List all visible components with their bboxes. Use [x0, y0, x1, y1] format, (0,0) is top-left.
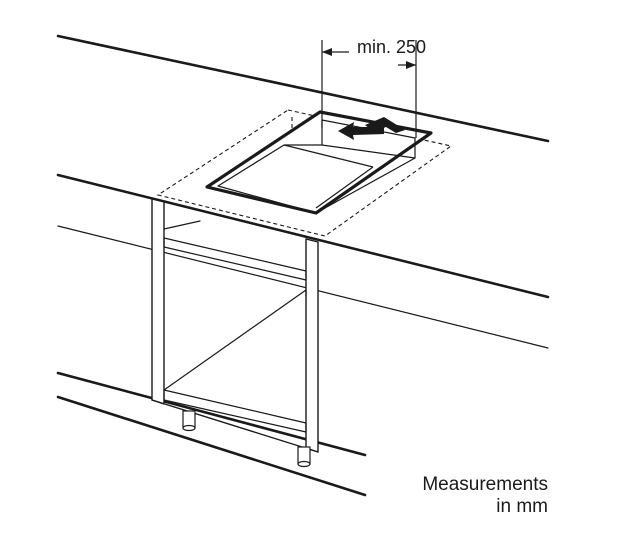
arrow-up-icon: [365, 117, 405, 133]
cabinet-feet: [182, 410, 311, 468]
dimension-arrowheads: [322, 48, 416, 69]
cabinet-foot-left: [182, 410, 196, 432]
cabinet-foot-right-base: [297, 460, 311, 468]
dimension-arrowhead-left-icon: [322, 48, 332, 56]
dimension-arrowhead-right-icon: [406, 61, 416, 69]
measurement-note-line1: Measurements: [422, 474, 548, 495]
worktop-front-bottom-edge: [57, 225, 549, 349]
plinth-top-edge: [56, 371, 367, 457]
cutout-depth-edge-2: [315, 166, 374, 209]
plinth-bottom-edge: [56, 395, 367, 497]
cutout-depth-edge: [283, 144, 374, 168]
dimension-label: min. 250: [357, 37, 426, 57]
plinth: [56, 371, 367, 497]
arrow-left-icon: [338, 122, 384, 140]
measurement-note-line2: in mm: [496, 496, 548, 517]
worktop: [56, 34, 550, 349]
direction-arrows: [338, 117, 405, 140]
cabinet-right-side: [305, 238, 319, 453]
cabinet-rail-back: [163, 220, 201, 230]
cutout-inner: [217, 119, 416, 214]
base-cabinet: [151, 198, 319, 453]
cabinet-foot-left-base: [182, 424, 196, 432]
cabinet-top-rail: [163, 237, 307, 281]
cabinet-bottom: [163, 389, 307, 433]
cabinet-back-diagonal: [163, 289, 307, 391]
cabinet-base-edge: [151, 399, 319, 453]
worktop-front-top-edge: [56, 173, 550, 299]
worktop-back-edge: [56, 34, 550, 143]
cutout-back-wall: [321, 144, 416, 159]
cabinet-left-side: [151, 198, 165, 405]
cabinet-foot-right: [297, 446, 311, 468]
